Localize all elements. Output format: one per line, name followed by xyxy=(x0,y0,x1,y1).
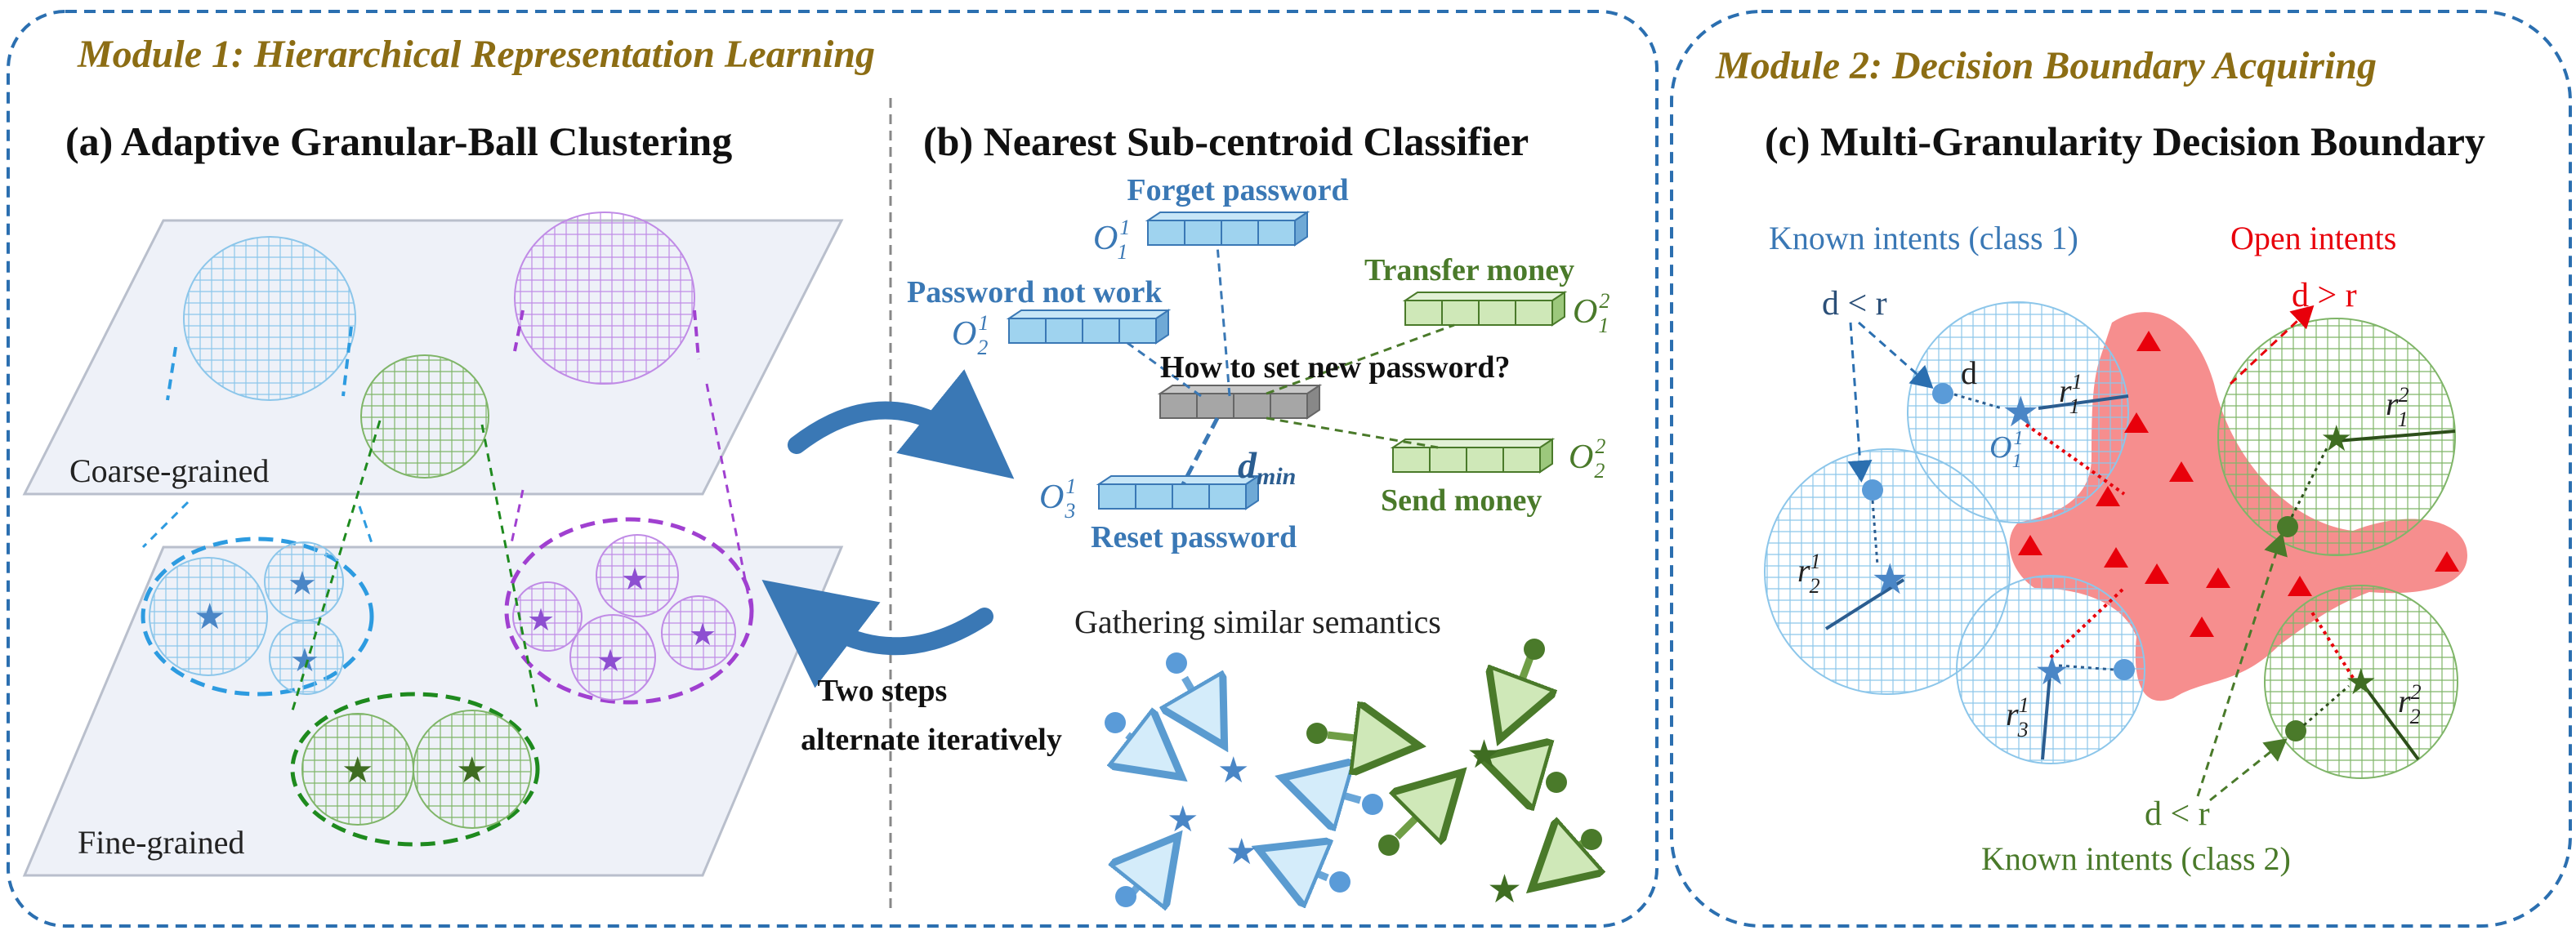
fine-ball-purple-3 xyxy=(569,614,656,701)
star-icon: ★ xyxy=(194,597,225,637)
star-icon: ★ xyxy=(1167,799,1199,839)
star-icon: ★ xyxy=(1217,750,1249,790)
star-icon: ★ xyxy=(342,750,373,790)
star-icon: ★ xyxy=(621,563,649,597)
module1-label: Module 1: Hierarchical Representation Le… xyxy=(77,33,875,76)
not-work-label: Password not work xyxy=(907,275,1163,309)
d-lt-r-label: d < r xyxy=(1822,285,1887,323)
gathering-blue-cluster xyxy=(1127,678,1362,894)
fine-ball-blue-3 xyxy=(269,620,344,695)
class1-ball-2 xyxy=(1764,448,2011,695)
query-label: How to set new password? xyxy=(1160,350,1511,385)
d-lt-r-2-label: d < r xyxy=(2145,795,2210,833)
open-intent-triangles xyxy=(2018,331,2459,637)
star-icon: ★ xyxy=(290,642,319,679)
fine-ball-purple-4 xyxy=(661,595,736,670)
panel-b-title: (b) Nearest Sub-centroid Classifier xyxy=(923,118,1529,164)
module2-frame xyxy=(1670,10,2572,928)
fine-group-blue xyxy=(141,537,374,697)
vector-forget xyxy=(1145,211,1310,247)
vector-query xyxy=(1157,384,1323,420)
gathering-green-cluster xyxy=(1327,652,1585,874)
d-label: d xyxy=(1961,354,1977,391)
open-intents-label: Open intents xyxy=(2230,220,2396,256)
send-label: Send money xyxy=(1381,483,1542,518)
fine-ball-purple-2 xyxy=(512,581,583,652)
curved-arrow-backward-icon xyxy=(761,580,993,688)
dmin-label: dmin xyxy=(1238,444,1296,490)
transfer-label: Transfer money xyxy=(1364,253,1574,287)
forget-label: Forget password xyxy=(1127,173,1348,207)
star-icon: ★ xyxy=(2345,662,2377,702)
known-class2-label: Known intents (class 2) xyxy=(1981,840,2291,877)
d-gt-r-label: d > r xyxy=(2292,277,2357,314)
module2-label: Module 2: Decision Boundary Acquiring xyxy=(1715,44,2377,87)
fine-label: Fine-grained xyxy=(78,824,244,861)
fine-group-green xyxy=(290,692,540,847)
curved-arrow-forward-icon xyxy=(788,369,1015,479)
reset-label: Reset password xyxy=(1091,520,1297,554)
star-icon: ★ xyxy=(288,565,317,602)
star-icon: ★ xyxy=(456,750,488,790)
fine-ball-purple-1 xyxy=(596,534,679,617)
star-icon: ★ xyxy=(2320,419,2352,459)
star-icon: ★ xyxy=(1871,557,1909,603)
fine-group-purple xyxy=(504,517,754,705)
coarse-label: Coarse-grained xyxy=(69,452,269,489)
panel-c-title: (c) Multi-Granularity Decision Boundary xyxy=(1765,118,2485,164)
module1-frame xyxy=(7,10,1659,928)
star-icon: ★ xyxy=(527,603,555,638)
star-icon: ★ xyxy=(1225,832,1257,872)
coarse-ball-blue xyxy=(183,236,356,401)
coarse-ball-purple xyxy=(514,211,695,385)
two-steps-label: Two steps xyxy=(818,674,948,708)
gathering-label: Gathering similar semantics xyxy=(1074,603,1441,640)
vector-reset xyxy=(1096,474,1261,510)
star-icon: ★ xyxy=(1467,733,1502,777)
star-icon: ★ xyxy=(1487,868,1522,911)
vector-transfer xyxy=(1402,291,1568,327)
fine-ball-blue-1 xyxy=(149,557,268,676)
fine-ball-green-2 xyxy=(413,710,532,829)
class2-ball-1 xyxy=(2217,318,2456,556)
vector-not-work xyxy=(1006,309,1172,345)
star-icon: ★ xyxy=(689,618,717,652)
known-class1-label: Known intents (class 1) xyxy=(1769,220,2078,256)
class1-ball-1 xyxy=(1907,301,2129,523)
panel-a-title: (a) Adaptive Granular-Ball Clustering xyxy=(65,118,732,164)
star-icon: ★ xyxy=(596,644,624,679)
coarse-ball-green xyxy=(360,354,489,479)
vector-send xyxy=(1390,438,1556,474)
alternate-label: alternate iteratively xyxy=(801,723,1062,757)
